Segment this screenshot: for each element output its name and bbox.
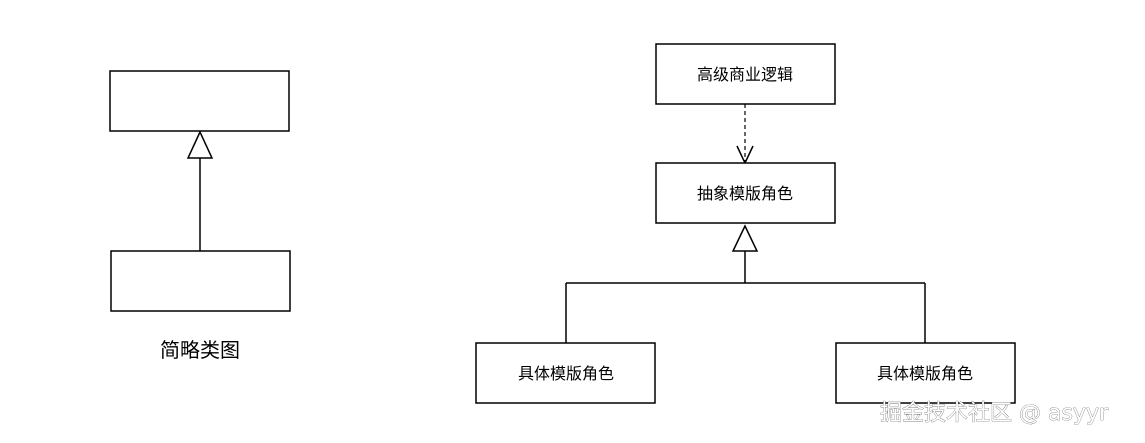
concrete-role-left-box	[475, 342, 656, 404]
watermark-text: 掘金技术社区 @ asyyr	[880, 401, 1109, 426]
child-class-box	[110, 250, 291, 312]
abstract-role-label: 抽象模版角色	[697, 184, 793, 203]
high-level-logic-label: 高级商业逻辑	[697, 65, 793, 84]
concrete-role-right-box	[835, 342, 1016, 404]
abstract-role-box	[655, 162, 836, 224]
parent-class-box	[109, 70, 290, 132]
template-method-diagram: 高级商业逻辑 抽象模版角色 具体模版角色 具体模版角色	[475, 43, 1016, 404]
concrete-role-left-label: 具体模版角色	[518, 364, 614, 383]
simple-diagram-caption: 简略类图	[160, 338, 240, 362]
inheritance-arrow-icon	[186, 130, 214, 159]
generalization-arrow-icon	[731, 224, 759, 252]
simple-class-diagram: 简略类图	[109, 70, 291, 362]
concrete-role-right-label: 具体模版角色	[877, 364, 973, 383]
